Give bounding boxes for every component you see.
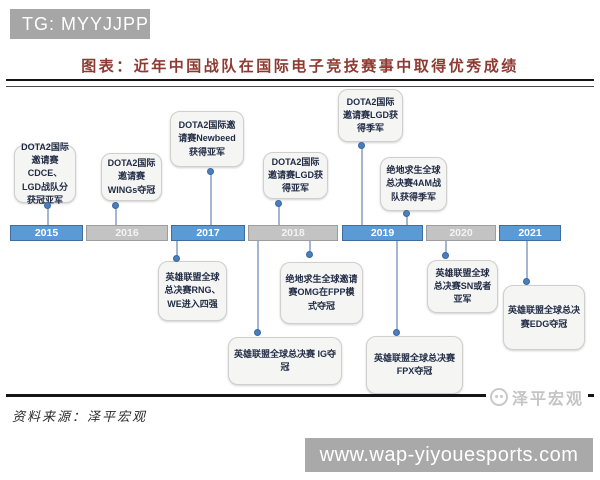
connector-dot-2019-mid <box>403 210 410 217</box>
event-text: 绝地求生全球总决赛4AM战队获得季军 <box>385 165 441 202</box>
connector-dot-2018-ig <box>254 329 261 336</box>
event-text: 英雄联盟全球总决赛SN或者亚军 <box>433 267 492 305</box>
connector-dot-2019-fpx <box>393 329 400 336</box>
tg-badge: TG: MYYJJPP <box>10 9 150 39</box>
event-box-2019-fpx: 英雄联盟全球总决赛FPX夺冠 <box>366 336 463 394</box>
connector-2019-fpx <box>396 241 398 330</box>
event-text: DOTA2国际邀请赛WINGs夺冠 <box>107 158 156 195</box>
timeline-segment-2019: 2019 <box>342 225 423 241</box>
timeline-segment-2016: 2016 <box>86 225 168 241</box>
connector-dot-2018-above <box>275 200 282 207</box>
connector-dot-2016 <box>112 202 119 209</box>
event-box-2021-edg: 英雄联盟全球总决赛EDG夺冠 <box>503 285 585 350</box>
event-text: DOTA2国际邀请赛LGD获得亚军 <box>268 156 323 194</box>
connector-2019-mid <box>406 216 408 225</box>
event-box-2016-wings: DOTA2国际邀请赛WINGs夺冠 <box>101 153 162 201</box>
timeline-segment-2021: 2021 <box>499 225 561 241</box>
event-box-2015-dota2: DOTA2国际邀请赛CDCE、LGD战队分获冠亚军 <box>14 142 76 205</box>
watermark: 泽平宏观 <box>486 385 589 409</box>
event-box-2018-omg: 绝地求生全球邀请赛OMG在FPP模式夺冠 <box>280 262 363 324</box>
timeline-segment-2015: 2015 <box>10 225 83 241</box>
event-text: 英雄联盟全球总决赛FPX夺冠 <box>373 352 455 376</box>
event-text: DOTA2国际邀请赛CDCE、LGD战队分获冠亚军 <box>21 142 69 205</box>
connector-2015 <box>47 208 49 225</box>
event-text: 英雄联盟全球总决赛RNG、WE进入四强 <box>164 272 221 309</box>
timeline-segment-2018: 2018 <box>248 225 338 241</box>
zeping-logo-icon <box>490 388 508 406</box>
timeline-segment-2020: 2020 <box>426 225 496 241</box>
connector-2018-above <box>278 206 280 225</box>
event-box-2018-ig: 英雄联盟全球总决赛 IG夺冠 <box>228 337 342 385</box>
page-title: 图表：近年中国战队在国际电子竞技赛事中取得优秀成绩 <box>81 59 519 75</box>
event-text: 英雄联盟全球总决赛 IG夺冠 <box>233 348 336 372</box>
event-box-2017-newbee: DOTA2国际邀请赛Newbeed获得亚军 <box>170 111 244 167</box>
connector-2018-ig <box>257 241 259 330</box>
connector-dot-2018-omg <box>306 251 313 258</box>
event-text: 绝地求生全球邀请赛OMG在FPP模式夺冠 <box>285 274 358 311</box>
connector-dot-2020 <box>442 252 449 259</box>
event-text: 英雄联盟全球总决赛EDG夺冠 <box>508 305 581 329</box>
event-box-2020-sn: 英雄联盟全球总决赛SN或者亚军 <box>427 260 498 313</box>
connector-2017-above <box>210 174 212 225</box>
watermark-text: 泽平宏观 <box>512 391 585 408</box>
event-box-2019-lgd: DOTA2国际邀请赛LGD获得季军 <box>338 89 403 142</box>
connector-2019-top <box>361 148 363 225</box>
connector-dot-2017-above <box>207 168 214 175</box>
site-url-banner: www.wap-yiyouesports.com <box>305 438 593 472</box>
event-text: DOTA2国际邀请赛LGD获得季军 <box>343 96 398 134</box>
connector-2016 <box>115 208 117 225</box>
connector-dot-2019-top <box>358 142 365 149</box>
title-rule-thin <box>6 86 594 87</box>
event-box-2017-rng-we: 英雄联盟全球总决赛RNG、WE进入四强 <box>158 261 227 321</box>
timeline-segment-2017: 2017 <box>171 225 245 241</box>
event-text: DOTA2国际邀请赛Newbeed获得亚军 <box>178 120 236 157</box>
connector-dot-2015 <box>44 202 51 209</box>
bottom-rule <box>6 394 594 397</box>
connector-2018-omg <box>309 241 311 252</box>
connector-2017-below <box>176 241 178 256</box>
event-box-2018-lgd: DOTA2国际邀请赛LGD获得亚军 <box>263 152 328 199</box>
source-note: 资料来源：泽平宏观 <box>12 409 148 424</box>
connector-dot-2021 <box>523 278 530 285</box>
title-rule-thick <box>6 79 594 81</box>
event-box-2019-4am: 绝地求生全球总决赛4AM战队获得季军 <box>380 157 447 211</box>
connector-2020 <box>445 241 447 253</box>
connector-dot-2017-below <box>173 255 180 262</box>
connector-2021 <box>526 241 528 279</box>
